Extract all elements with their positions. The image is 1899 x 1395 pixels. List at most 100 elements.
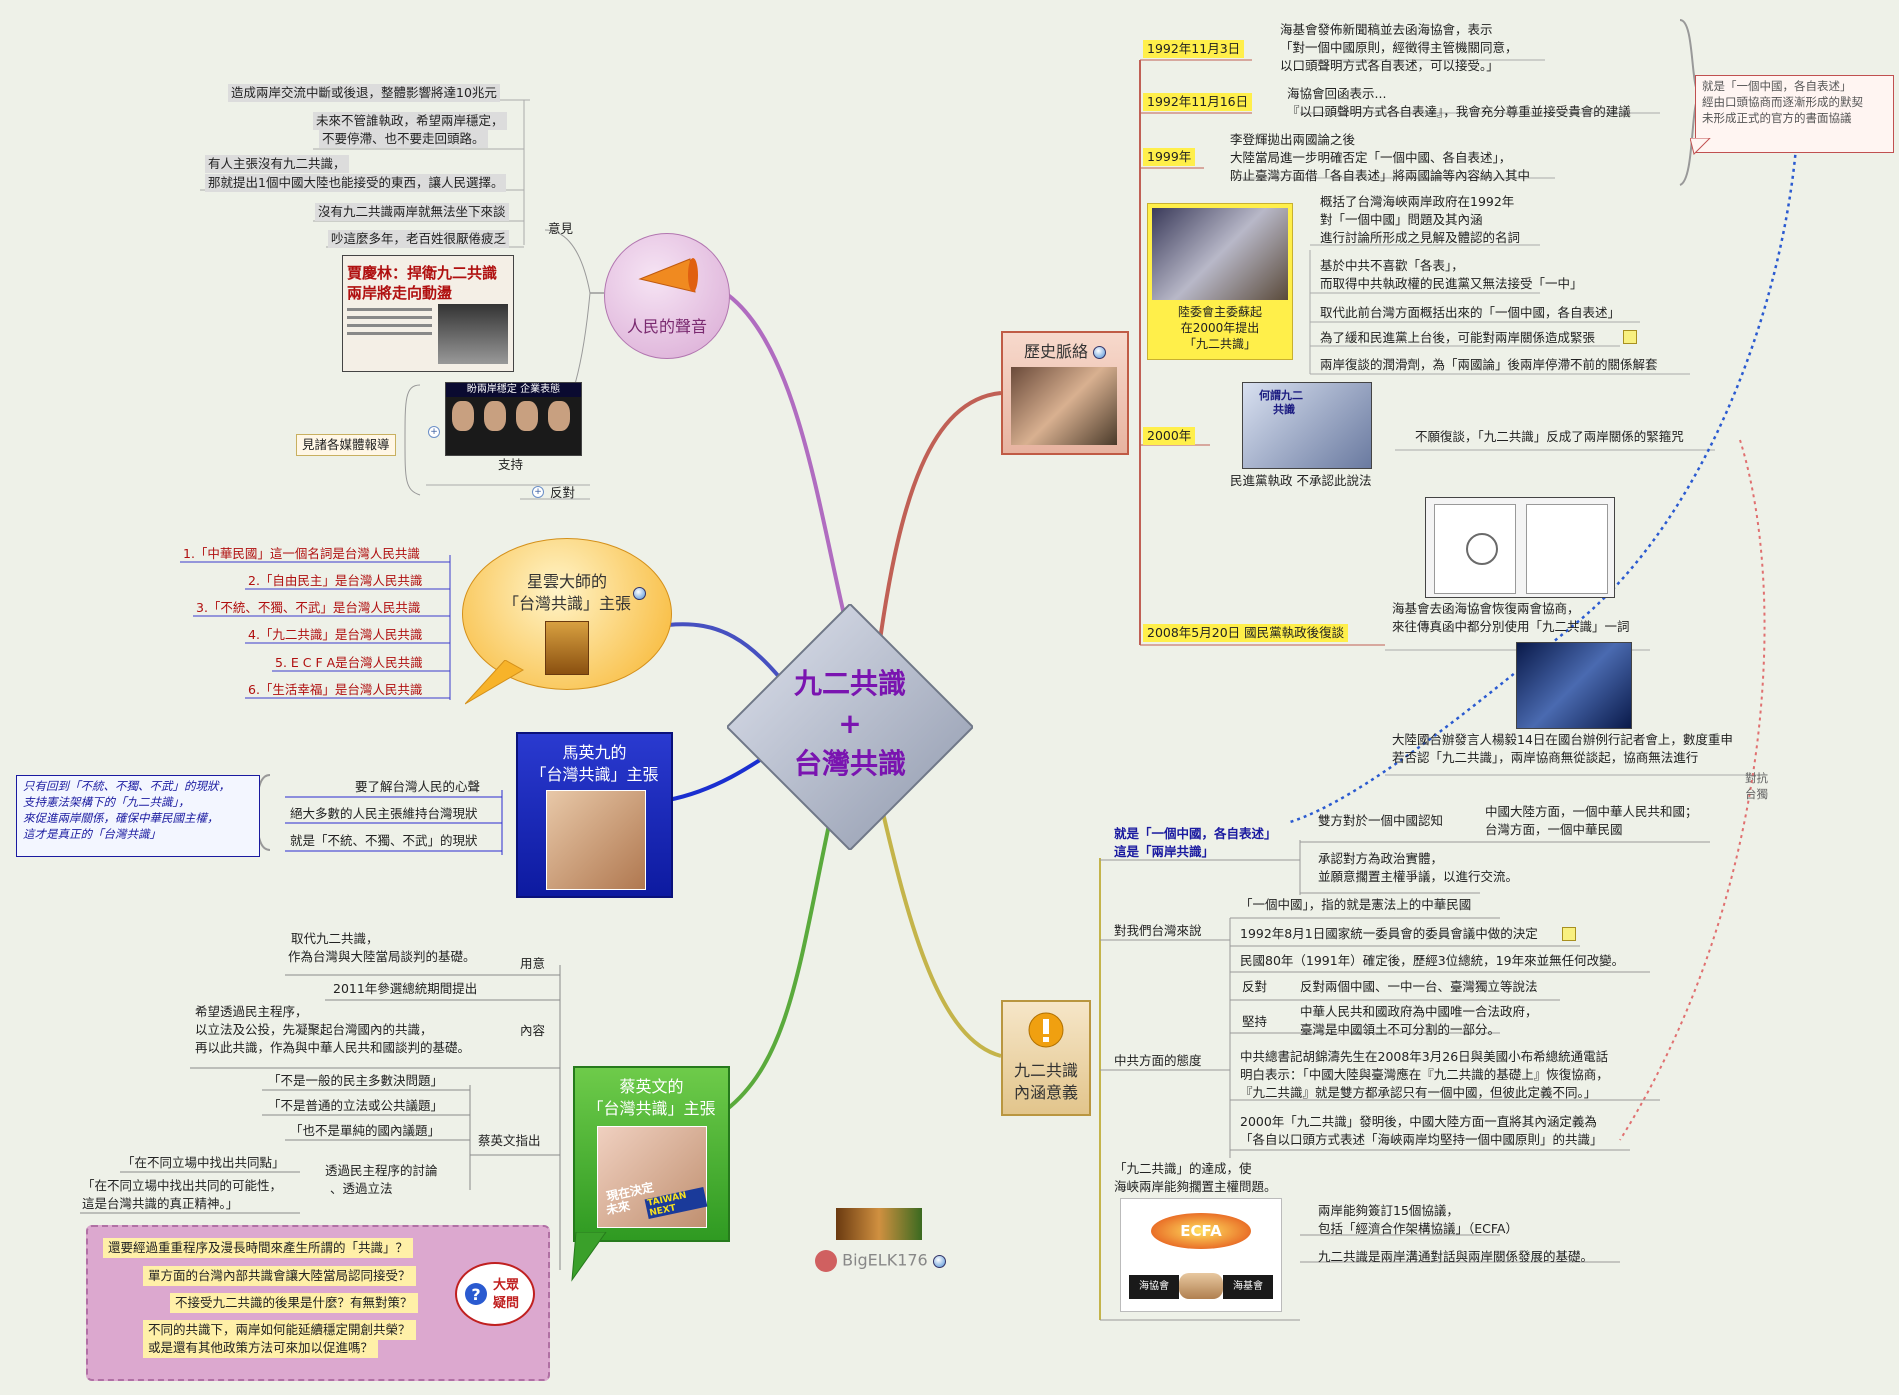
topic-title: 「台灣共識」主張	[502, 594, 631, 613]
globe-icon	[633, 587, 646, 600]
ma-photo	[546, 790, 646, 890]
support-business-photo[interactable]: 盼兩岸穩定 企業表態	[445, 382, 582, 456]
consensus-note[interactable]: 就是「一個中國，各自表述」 經由口頭協商而逐漸形成的默契 未形成正式的官方的書面…	[1695, 75, 1894, 153]
voice-item: 沒有九二共識兩岸就無法坐下來談	[315, 203, 509, 221]
xingyun-item: 1.「中華民國」這一個名詞是台灣人民共識	[183, 546, 420, 561]
ma-item: 就是「不統、不獨、不武」的現狀	[290, 833, 478, 848]
history-date[interactable]: 1999年	[1143, 148, 1196, 166]
topic-public-questions[interactable]: ? 大眾 疑問	[455, 1262, 535, 1326]
hu-text: 明白表示：「中國大陸與臺灣應在『九二共識的基礎上』恢復協商，	[1240, 1067, 1609, 1082]
ecfa-text: 包括「經濟合作架構協議」（ECFA）	[1318, 1221, 1518, 1236]
photo-slogan: 未來	[604, 1198, 632, 1218]
topic-title: 馬英九的	[562, 743, 627, 762]
su-qi-photo	[1152, 208, 1288, 300]
ma-summary-note[interactable]: 只有回到「不統、不獨、不武」的現狀， 支持憲法架構下的「九二共識」， 來促進兩岸…	[16, 775, 260, 857]
author-signature: BigELK176	[815, 1250, 946, 1272]
note-line: 只有回到「不統、不獨、不武」的現狀，	[23, 779, 230, 793]
poster-title: 共識	[1273, 403, 1295, 416]
history-text: 大陸當局進一步明確否定「一個中國、各自表述」，	[1230, 150, 1512, 165]
question-item[interactable]: 不接受九二共識的後果是什麼？有無對策？	[170, 1293, 418, 1313]
history-date[interactable]: 1992年11月16日	[1143, 93, 1253, 111]
xingyun-item: 4.「九二共識」是台灣人民共識	[248, 627, 423, 642]
newspaper-headline: 賈慶林：捍衛九二共識	[347, 264, 498, 282]
svg-text:?: ?	[471, 1285, 480, 1304]
note-line: 未形成正式的官方的書面協議	[1702, 111, 1852, 125]
voice-item: 吵這麼多年，老百姓很厭倦疲乏	[328, 230, 510, 248]
handshake-photo	[1011, 367, 1117, 445]
expand-toggle[interactable]: +	[532, 486, 544, 498]
su-text: 進行討論所形成之見解及體認的名詞	[1320, 230, 1521, 245]
support-label: 支持	[498, 457, 524, 472]
history-date[interactable]: 2008年5月20日 國民黨執政後復談	[1143, 624, 1349, 642]
definition-title: 就是「一個中國，各自表述」	[1114, 826, 1277, 841]
hu-text: 『九二共識』就是雙方都承認只有一個中國，但彼此定義不同。」	[1240, 1085, 1597, 1100]
note-line: 支持憲法架構下的「九二共識」，	[23, 795, 190, 809]
news-photo	[438, 304, 508, 364]
su-text: 兩岸復談的潤滑劑，為「兩國論」後兩岸停滯不前的關係解套	[1320, 357, 1658, 372]
taiwan-item: 民國80年（1991年）確定後，歷經3位總統，19年來並無任何改變。	[1240, 953, 1625, 968]
newspaper-clipping-image[interactable]: 賈慶林：捍衛九二共識 兩岸將走向動盪	[342, 255, 514, 372]
point-label: 蔡英文指出	[478, 1133, 541, 1148]
note-line: 就是「一個中國，各自表述」	[1702, 79, 1852, 93]
note-line: 來促進兩岸關係，確保中華民國主權，	[23, 811, 219, 825]
resume-text: 來往傳真函中都分別使用「九二共識」一詞	[1392, 619, 1630, 634]
voice-item: 那就提出1個中國大陸也能接受的東西，讓人民選擇。	[205, 174, 507, 192]
su-text: 對「一個中國」問題及其內涵	[1320, 212, 1483, 227]
process-label: 、透過立法	[330, 1181, 393, 1196]
question-item[interactable]: 不同的共識下，兩岸如何能延續穩定開創共榮？	[143, 1320, 416, 1340]
author-logo-image	[836, 1208, 922, 1240]
topic-people-voice[interactable]: 人民的聲音	[604, 233, 730, 359]
fax-documents-image	[1425, 497, 1615, 598]
history-date[interactable]: 1992年11月3日	[1143, 40, 1245, 58]
question-item[interactable]: 或是還有其他政策方法可來加以促進嗎？	[143, 1338, 379, 1358]
counter-label: 台獨	[1745, 787, 1768, 801]
topic-title: 九二共識	[1013, 1061, 1078, 1080]
xingyun-item: 6.「生活幸福」是台灣人民共識	[248, 682, 423, 697]
tsai-point-line: 「不是普通的立法或公共議題」	[268, 1098, 444, 1113]
question-item[interactable]: 單方面的台灣內部共識會讓大陸當局認同接受？	[143, 1266, 416, 1286]
master-portrait-image	[545, 621, 589, 675]
voice-item: 未來不管誰執政，希望兩岸穩定，	[313, 112, 507, 130]
note-icon[interactable]	[1623, 330, 1637, 344]
expand-toggle[interactable]: +	[428, 426, 440, 438]
author-name: BigELK176	[842, 1250, 928, 1270]
question-mark-icon: ?	[465, 1283, 487, 1305]
purpose-label: 用意	[520, 956, 546, 971]
definition-item: 雙方對於一個中國認知	[1318, 813, 1444, 828]
insist-label: 堅持	[1242, 1014, 1268, 1029]
tsai-point-line: 「也不是單純的國內議題」	[290, 1123, 441, 1138]
exclamation-icon	[1028, 1012, 1064, 1048]
history-date[interactable]: 2000年	[1143, 427, 1196, 445]
tsai-process-line: 「在不同立場中找出共同的可能性，	[82, 1178, 283, 1193]
ecfa-badge: ECFA	[1151, 1213, 1251, 1249]
topic-title: 星雲大師的	[526, 572, 607, 591]
insist-text: 中華人民共和國政府為中國唯一合法政府，	[1300, 1004, 1538, 1019]
ecfa-image: ECFA 海協會 海基會	[1120, 1198, 1282, 1312]
note-icon[interactable]	[1562, 927, 1576, 941]
seal-icon	[815, 1250, 837, 1272]
topic-history[interactable]: 歷史脈絡	[1001, 331, 1129, 455]
oppose-label: 反對	[1242, 979, 1268, 994]
su-text: 基於中共不喜歡「各表」，	[1320, 258, 1464, 273]
su-text: 概括了台灣海峽兩岸政府在1992年	[1320, 194, 1515, 209]
process-label: 透過民主程序的討論	[325, 1163, 438, 1178]
topic-tsai[interactable]: 蔡英文的 「台灣共識」主張 現在決定 未來 TAIWAN NEXT	[573, 1066, 730, 1242]
topic-xingyun[interactable]: 星雲大師的 「台灣共識」主張	[462, 538, 672, 690]
tsai-photo: 現在決定 未來 TAIWAN NEXT	[597, 1126, 708, 1228]
media-report-note[interactable]: 見諸各媒體報導	[296, 434, 396, 456]
su-qi-card[interactable]: 陸委會主委蘇起 在2000年提出 「九二共識」	[1147, 203, 1293, 360]
topic-ma[interactable]: 馬英九的 「台灣共識」主張	[516, 732, 673, 898]
insist-text: 臺灣是中國領土不可分割的一部分。	[1300, 1022, 1501, 1037]
note-line: 這才是真正的「台灣共識」	[23, 827, 161, 841]
ecfa-text: 兩岸能夠簽訂15個協議，	[1318, 1203, 1459, 1218]
topic-core-meaning[interactable]: 九二共識 內涵意義	[1001, 1000, 1091, 1116]
tsai-purpose-line: 作為台灣與大陸當局談判的基礎。	[288, 949, 476, 964]
definition-item: 並願意擱置主權爭議，以進行交流。	[1318, 869, 1519, 884]
central-title: 九二共識 + 台灣共識	[793, 667, 906, 780]
taiwan-item: 1992年8月1日國家統一委員會的委員會議中做的決定	[1240, 926, 1538, 941]
definition-title: 這是「兩岸共識」	[1114, 844, 1215, 859]
xingyun-item: 2.「自由民主」是台灣人民共識	[248, 573, 423, 588]
xingyun-item: 5. E C F A是台灣人民共識	[275, 655, 423, 670]
question-item[interactable]: 還要經過重重程序及漫長時間來產生所謂的「共識」？	[103, 1238, 414, 1258]
central-topic[interactable]: 九二共識 + 台灣共識	[725, 602, 975, 852]
